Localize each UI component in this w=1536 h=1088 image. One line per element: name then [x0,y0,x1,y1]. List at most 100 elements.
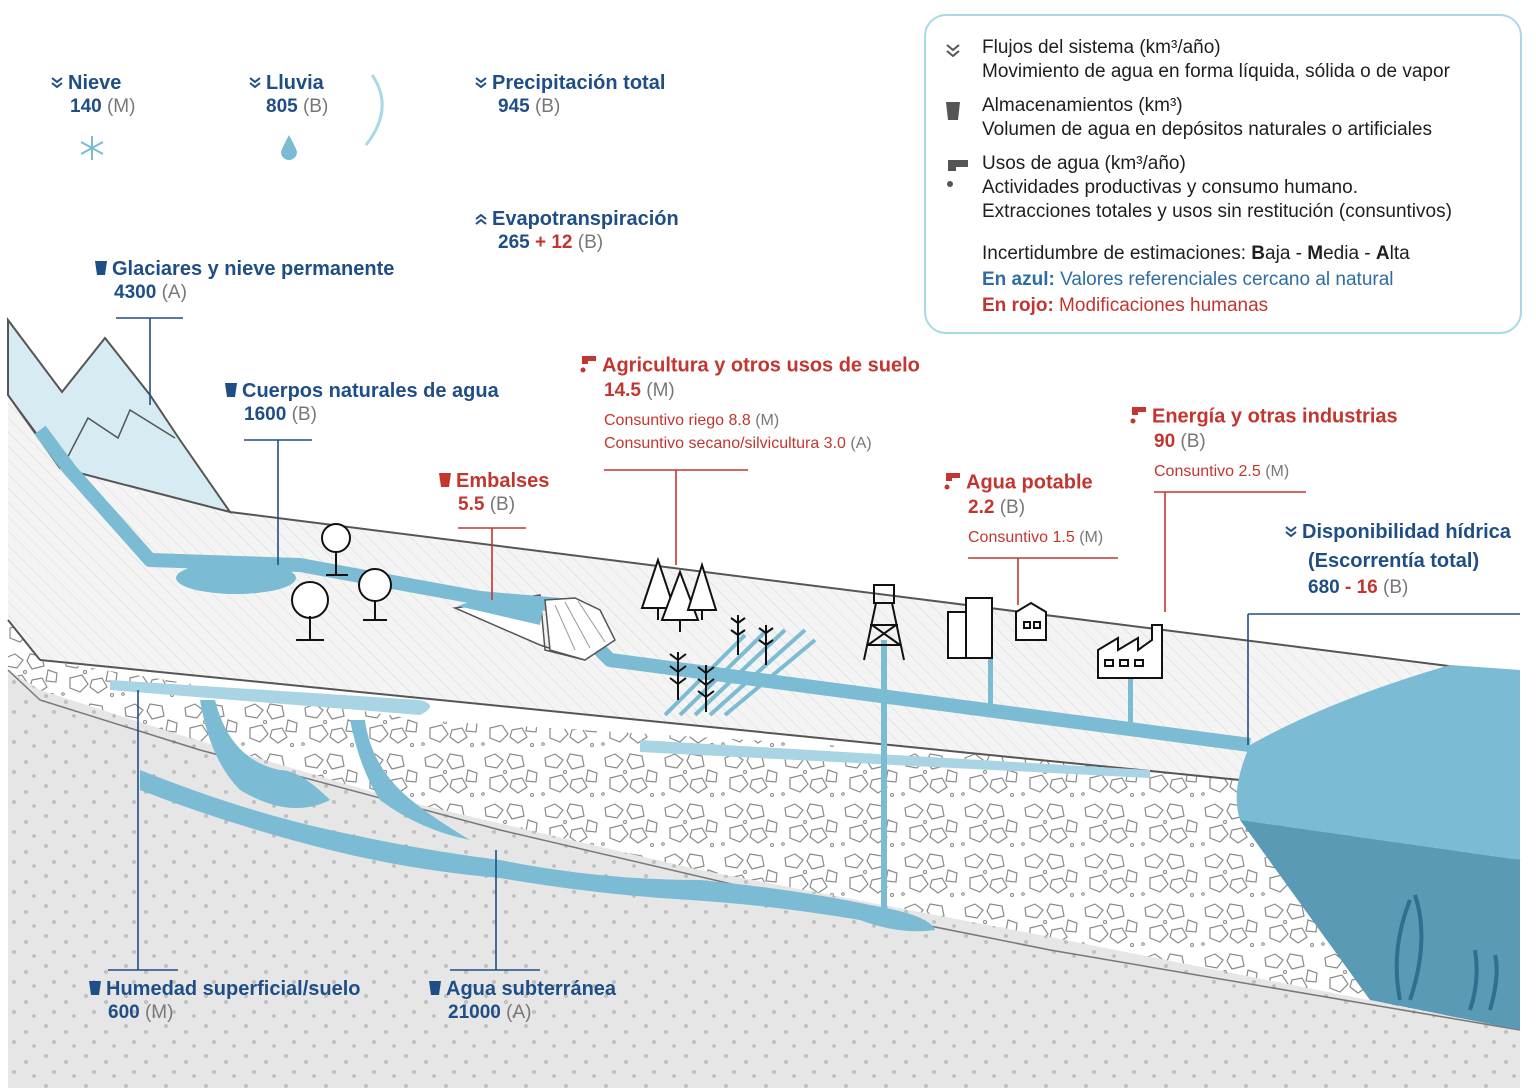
legend-unc-m-rest: edia - [1323,243,1376,264]
reservoirs-value: 5.5 [458,493,485,515]
ocean [1236,665,1520,860]
groundwater-label: Agua subterránea 21000 (A) [428,977,616,1025]
reservoirs-title: Embalses [456,470,550,492]
evapotranspiration-label: Evapotranspiración 265 + 12 (B) [474,207,679,255]
groundwater-veins [140,770,935,932]
flow-down-icon [50,72,64,96]
groundwater-leader [450,850,540,971]
snow-label: Nieve 140 (M) [50,71,135,119]
agriculture-label: Agricultura y otros usos de suelo 14.5 (… [578,352,920,453]
snow-value: 140 [70,95,102,117]
energy-title: Energía y otras industrias [1152,405,1398,428]
availability-label: Disponibilidad hídrica (Escorrentía tota… [1284,520,1511,600]
snowflake-icon [80,136,104,160]
drinking-water-label: Agua potable 2.2 (B) Consuntivo 1.5 (M) [942,469,1103,547]
legend-unc-b: B [1251,243,1266,264]
drinking-water-uncertainty: (B) [999,497,1026,518]
legend-uses-title: Usos de agua (km³/año) [982,153,1186,174]
raindrop-icon [281,135,297,160]
groundwater-title: Agua subterránea [446,978,617,1000]
legend-flows-desc: Movimiento de agua en forma líquida, sól… [982,61,1450,82]
glaciers-label: Glaciares y nieve permanente 4300 (A) [94,257,394,305]
cloud-arc [364,74,384,146]
agriculture-value: 14.5 [604,380,641,401]
availability-human-value: - 16 [1344,576,1378,598]
natural-bodies-title: Cuerpos naturales de agua [242,380,499,402]
rain-title: Lluvia [266,72,324,94]
agriculture-rainfed-uncertainty: (A) [850,434,872,452]
reservoirs-leader [458,527,526,600]
water-tower-icon [863,584,905,661]
river [34,425,1251,752]
energy-label: Energía y otras industrias 90 (B) Consun… [1128,403,1398,481]
crops-icon [669,615,774,712]
drinking-leader [968,557,1118,605]
agriculture-title: Agricultura y otros usos de suelo [602,354,920,377]
legend-blue: En azul: Valores referenciales cercano a… [982,268,1394,293]
total-precipitation-label: Precipitación total 945 (B) [474,71,665,119]
snow-title: Nieve [68,72,122,94]
legend-flows-title: Flujos del sistema (km³/año) [982,37,1221,58]
legend-blue-label: En azul: [982,269,1055,290]
energy-uncertainty: (B) [1180,431,1206,452]
storage-cup-icon [944,100,962,127]
glaciers-value: 4300 [114,281,157,303]
agriculture-irrigation-uncertainty: (M) [755,411,780,429]
legend-uses-desc1: Actividades productivas y consumo humano… [982,177,1358,198]
legend-red: En rojo: Modificaciones humanas [982,294,1268,319]
storage-cup-icon [428,978,442,1002]
rain-label: Lluvia 805 (B) [248,71,328,119]
soil-moisture-uncertainty: (M) [144,1001,174,1023]
natural-lake [176,562,296,594]
flow-down-icon [944,42,962,65]
legend-uncertainty: Incertidumbre de estimaciones: Baja - Me… [982,242,1410,267]
natural-bodies-label: Cuerpos naturales de agua 1600 (B) [224,379,499,427]
availability-title: Disponibilidad hídrica [1302,521,1511,543]
total-precipitation-value: 945 [498,95,530,117]
flow-down-icon [1284,521,1298,545]
snow-uncertainty: (M) [106,95,136,117]
storage-cup-icon [94,258,108,282]
trees-icon [291,523,392,641]
energy-consumptive-uncertainty: (M) [1265,462,1290,480]
legend-unc-b-rest: aja - [1265,243,1308,264]
reservoirs-uncertainty: (B) [489,493,516,515]
natural-bodies-uncertainty: (B) [291,403,317,425]
availability-subtitle: (Escorrentía total) [1308,549,1480,572]
legend-unc-m: M [1307,243,1324,264]
storage-cup-icon [438,470,452,494]
rain-uncertainty: (B) [302,95,329,117]
flow-up-icon [474,208,488,232]
legend-blue-desc: Valores referenciales cercano al natural [1054,269,1394,290]
factory-icon [1097,624,1163,679]
evapotranspiration-title: Evapotranspiración [492,208,679,230]
glaciers-title: Glaciares y nieve permanente [112,258,395,280]
energy-leader [1154,491,1306,612]
evapotranspiration-human-value: + 12 [534,231,573,253]
lakes-leader [244,439,312,565]
availability-uncertainty: (B) [1383,576,1409,598]
energy-value: 90 [1154,431,1176,452]
total-precipitation-title: Precipitación total [492,72,666,94]
evapotranspiration-natural-value: 265 [498,231,530,253]
faucet-icon [578,352,598,380]
evapotranspiration-uncertainty: (B) [577,231,604,253]
groundwater-uncertainty: (A) [506,1001,532,1023]
drinking-water-title: Agua potable [966,471,1093,494]
total-precipitation-uncertainty: (B) [534,95,561,117]
faucet-icon [1128,403,1148,431]
reservoirs-label: Embalses 5.5 (B) [438,469,549,517]
natural-bodies-value: 1600 [244,403,287,425]
faucet-icon [944,156,970,195]
rain-value: 805 [266,95,298,117]
availability-leader [1247,613,1520,745]
aquifer-layer [8,620,1520,1030]
faucet-icon [942,469,962,497]
soil-moisture-label: Humedad superficial/suelo 600 (M) [88,977,361,1025]
drinking-water-consumptive: Consuntivo 1.5 [968,528,1075,546]
agriculture-rainfed: Consuntivo secano/silvicultura 3.0 [604,434,846,452]
availability-natural-value: 680 [1308,576,1340,598]
legend-uncertainty-prefix: Incertidumbre de estimaciones: [982,243,1252,264]
legend-unc-a-rest: lta [1389,243,1410,264]
